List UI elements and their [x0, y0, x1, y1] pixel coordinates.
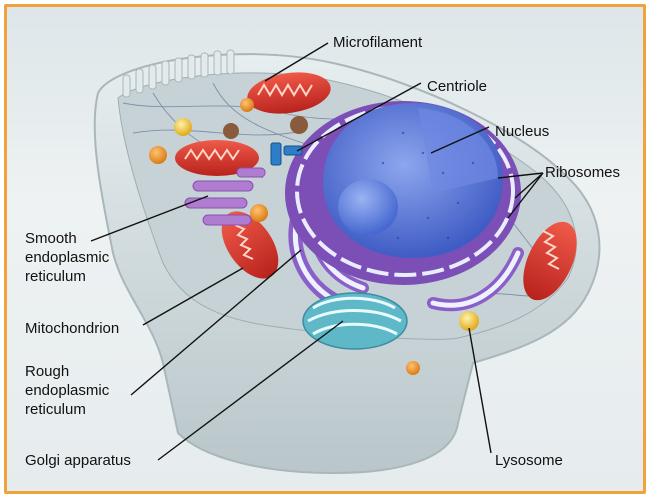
label-nucleus: Nucleus — [495, 123, 550, 140]
label-smooth-er-line2: endoplasmic — [25, 249, 110, 266]
vesicle — [149, 146, 167, 164]
golgi-apparatus — [302, 292, 408, 350]
centriole — [270, 142, 303, 166]
chromatin-speckles — [381, 131, 475, 240]
diagram-frame: Microfilament Centriole Nucleus Ribosome… — [4, 4, 646, 494]
label-rough-er-line1: Rough — [25, 363, 70, 380]
label-lysosome: Lysosome — [495, 452, 563, 469]
mitochondrion-right — [523, 221, 577, 301]
label-smooth-er-line3: reticulum — [25, 268, 86, 285]
label-golgi: Golgi apparatus — [25, 452, 131, 469]
label-rough-er: Rough endoplasmic reticulum — [25, 362, 109, 419]
label-mitochondrion: Mitochondrion — [25, 320, 120, 337]
vesicle — [240, 98, 254, 112]
mitochondrion-left — [175, 140, 259, 176]
label-ribosomes: Ribosomes — [545, 164, 621, 181]
label-microfilament: Microfilament — [333, 34, 423, 51]
label-rough-er-line2: endoplasmic — [25, 382, 110, 399]
smooth-er — [184, 167, 266, 226]
label-smooth-er: Smooth endoplasmic reticulum — [25, 229, 109, 286]
vesicle — [406, 361, 420, 375]
vesicle — [174, 118, 192, 136]
label-centriole: Centriole — [427, 78, 488, 95]
nucleolus — [338, 179, 398, 235]
label-rough-er-line3: reticulum — [25, 401, 86, 418]
microvilli — [122, 49, 235, 98]
mitochondrion-top — [247, 72, 331, 114]
cell-illustration — [90, 42, 601, 475]
mitochondrion-lower — [221, 211, 279, 279]
lysosome — [459, 311, 479, 331]
vesicle — [250, 204, 268, 222]
vesicle — [223, 123, 239, 139]
vesicle — [290, 116, 308, 134]
leader-lines — [90, 42, 544, 461]
label-smooth-er-line1: Smooth — [25, 230, 77, 247]
